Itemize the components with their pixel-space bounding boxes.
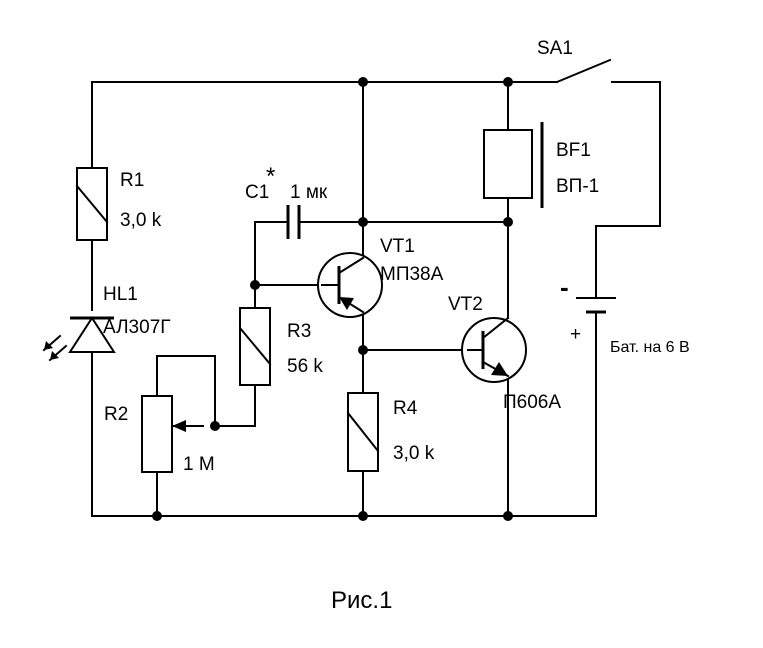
switch-sa1: SA1 xyxy=(537,38,612,84)
vt2-value: П606А xyxy=(503,392,561,413)
vt1-ref: VT1 xyxy=(380,236,415,257)
r1-ref: R1 xyxy=(120,170,144,191)
buzzer-bf1: BF1 ВП-1 xyxy=(483,122,599,208)
transistor-vt1: VT1 МП38А xyxy=(317,236,444,318)
junction-dots xyxy=(152,77,513,521)
c1-ref: C1 xyxy=(245,182,269,203)
battery-plus: + xyxy=(570,324,581,345)
battery: - + Бат. на 6 В xyxy=(560,272,690,356)
transistor-vt2: VT2 П606А xyxy=(448,294,561,413)
battery-label: Бат. на 6 В xyxy=(610,339,690,356)
r4-ref: R4 xyxy=(393,398,418,419)
sa1-ref: SA1 xyxy=(537,38,573,59)
r4-value: 3,0 k xyxy=(393,443,435,464)
bf1-value: ВП-1 xyxy=(556,176,599,197)
r3-ref: R3 xyxy=(287,321,311,342)
potentiometer-r2: R2 1 М xyxy=(104,395,215,475)
hl1-ref: HL1 xyxy=(103,284,138,305)
hl1-value: АЛ307Г xyxy=(103,317,171,338)
c1-value: 1 мк xyxy=(290,182,328,203)
vt1-value: МП38А xyxy=(380,264,444,285)
bf1-ref: BF1 xyxy=(556,140,591,161)
resistor-r1: R1 3,0 k xyxy=(75,167,162,241)
r2-value: 1 М xyxy=(183,454,215,475)
battery-minus: - xyxy=(560,272,569,302)
figure-caption: Рис.1 xyxy=(331,587,392,614)
resistor-r4: R4 3,0 k xyxy=(346,392,435,472)
r3-value: 56 k xyxy=(287,356,323,377)
led-hl1: HL1 АЛ307Г xyxy=(42,284,171,362)
r2-ref: R2 xyxy=(104,404,128,425)
wires xyxy=(91,81,661,517)
capacitor-c1: C1 * 1 мк xyxy=(245,163,328,239)
vt2-ref: VT2 xyxy=(448,294,483,315)
c1-mark: * xyxy=(266,163,275,190)
resistor-r3: R3 56 k xyxy=(238,307,323,386)
r1-value: 3,0 k xyxy=(120,210,162,231)
